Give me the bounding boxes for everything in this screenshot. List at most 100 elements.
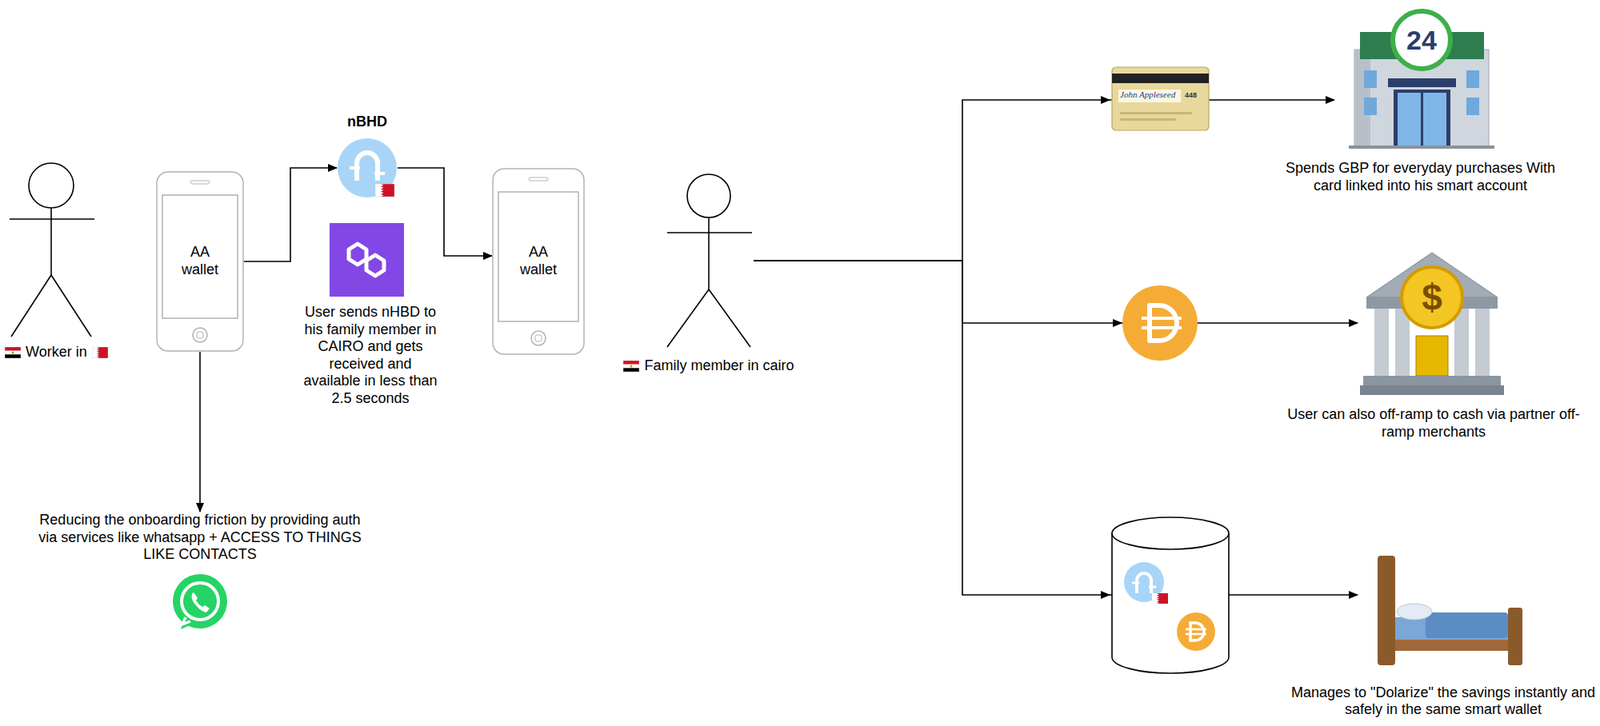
phone-outline <box>498 192 579 322</box>
stick-figure <box>687 174 731 218</box>
bank-building <box>1363 376 1501 386</box>
flag-egypt <box>12 351 15 354</box>
caption-text: User sends nHBD to his family member in … <box>302 304 439 408</box>
stick-figure <box>28 163 74 208</box>
stick-figure <box>667 232 752 234</box>
flag-bahrain <box>92 347 100 359</box>
node-text: nBHD <box>327 113 408 132</box>
arrow-head <box>1100 591 1111 600</box>
bank-building <box>1416 336 1448 376</box>
dai-coin <box>1122 285 1198 361</box>
credit-card <box>1112 73 1209 84</box>
connector <box>753 260 1358 596</box>
connector <box>753 260 1358 324</box>
savings-destination: Manages to "Dolarize" the savings instan… <box>1357 552 1534 668</box>
savings-cylinder <box>1152 593 1160 604</box>
flag-egypt <box>623 360 640 365</box>
stick-figure <box>9 218 95 220</box>
whatsapp-logo <box>172 574 228 629</box>
bank-building <box>1360 252 1504 396</box>
store-building <box>1348 145 1495 149</box>
stick-figure <box>667 289 709 348</box>
store-building <box>1397 92 1421 148</box>
flag-egypt <box>623 360 640 372</box>
savings-cylinder <box>1176 612 1216 652</box>
dai-coin <box>1122 285 1198 361</box>
savings-cylinder <box>1112 517 1229 674</box>
credit-card <box>1118 89 1181 103</box>
stick-figure <box>667 174 752 348</box>
node-text: Worker in <box>25 344 88 362</box>
nbhd-coin <box>375 184 395 197</box>
credit-card <box>1112 67 1209 131</box>
node-text: Spends GBP for everyday purchases With c… <box>1282 160 1559 195</box>
dai-coin <box>1149 305 1177 341</box>
card-number: 448 <box>1184 91 1208 100</box>
store-building <box>1348 11 1495 149</box>
bank-coin-symbol: $ <box>1408 276 1456 320</box>
node-text: Family member in cairo <box>644 357 794 376</box>
whatsapp-logo <box>182 617 191 625</box>
bank-building <box>1401 267 1463 328</box>
bank-building <box>1360 385 1504 396</box>
store-building <box>1364 97 1377 116</box>
savings-cylinder <box>1112 533 1229 674</box>
savings-cylinder <box>1190 623 1204 641</box>
store-building <box>1393 89 1451 148</box>
phone-outline <box>535 335 542 342</box>
flag-egypt <box>4 350 21 355</box>
store-building <box>1388 78 1456 88</box>
nbhd-coin <box>337 138 397 198</box>
arrow-head <box>1100 96 1111 104</box>
dai-coin <box>1141 316 1182 320</box>
polygon-logo <box>329 223 404 297</box>
dai-coin <box>1141 326 1182 330</box>
credit-card <box>1120 112 1192 115</box>
node-text: User can also off-ramp to cash via partn… <box>1284 406 1583 441</box>
node-text: AA wallet <box>510 244 567 279</box>
savings-cylinder <box>1112 517 1229 550</box>
figure-label: Family member in cairo <box>600 357 817 376</box>
phone-outline <box>162 195 238 319</box>
bank-building <box>1454 308 1469 376</box>
store-building <box>1466 97 1480 116</box>
bed <box>1396 604 1432 620</box>
stick-figure-node: Family member in cairo <box>664 172 754 350</box>
token-coin: nBHD <box>336 137 398 199</box>
store-building <box>1466 70 1480 88</box>
nbhd-coin <box>375 184 395 197</box>
arrow-head <box>1112 319 1123 328</box>
stick-figure <box>51 275 92 337</box>
bank-building <box>1475 308 1490 376</box>
bed <box>1395 640 1508 652</box>
nbhd-coin <box>375 184 395 197</box>
flag-egypt <box>4 347 21 359</box>
flag-egypt <box>623 360 640 372</box>
flag-egypt <box>4 347 21 352</box>
nbhd-coin <box>349 168 385 174</box>
connector <box>199 352 201 512</box>
connector <box>244 168 337 262</box>
node-text: Manages to "Dolarize" the savings instan… <box>1291 684 1596 718</box>
phone-outline <box>192 328 208 343</box>
flag-bahrain <box>92 347 108 359</box>
phone-outline <box>196 332 204 339</box>
node-text: Reducing the onboarding friction by prov… <box>32 512 368 564</box>
whatsapp-logo <box>172 574 228 630</box>
connector <box>753 100 1335 261</box>
savings-cylinder <box>1185 628 1207 632</box>
bed <box>1377 556 1523 666</box>
flag-egypt <box>630 364 633 368</box>
store-sign-number: 24 <box>1389 24 1454 57</box>
phone-outline <box>528 177 548 181</box>
bed <box>1425 612 1508 639</box>
flag-egypt <box>623 368 640 372</box>
flag-egypt <box>4 354 21 359</box>
card-signature: John Appleseed <box>1120 89 1181 100</box>
bed <box>1377 556 1396 666</box>
flag-bahrain <box>92 347 108 359</box>
phone-outline <box>156 172 244 352</box>
polygon-logo <box>366 255 384 276</box>
